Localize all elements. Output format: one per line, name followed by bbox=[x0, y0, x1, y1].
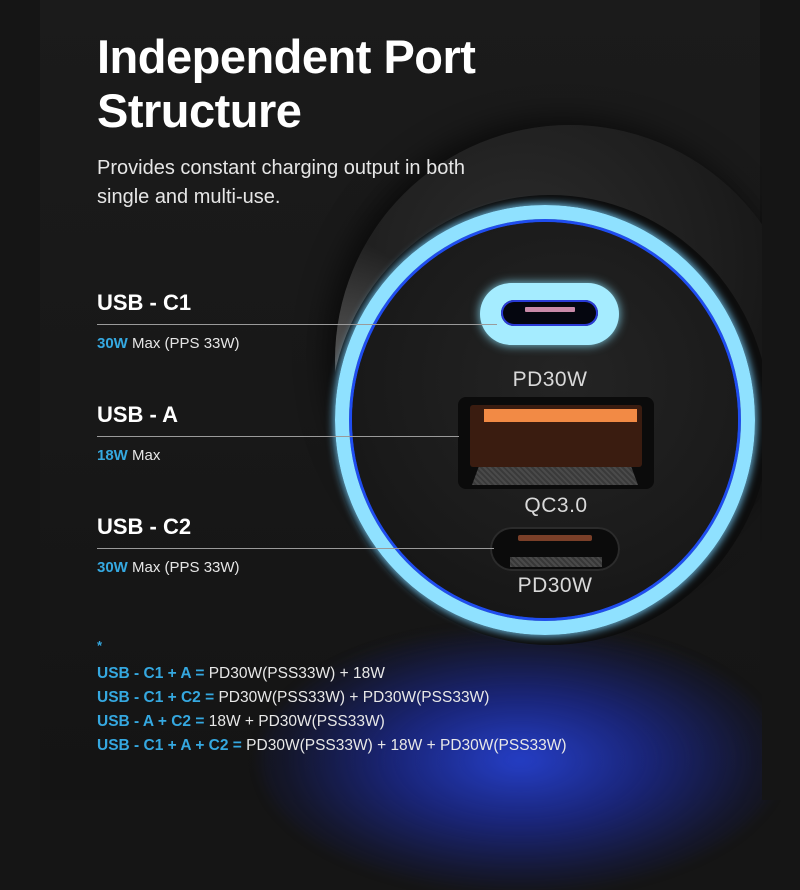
usb-a-port-icon bbox=[458, 397, 654, 489]
combination-list: * USB - C1 + A = PD30W(PSS33W) + 18W USB… bbox=[97, 638, 697, 758]
combination-key: USB - C1 + A + C2 = bbox=[97, 737, 242, 754]
port-watt: 30W bbox=[97, 559, 128, 576]
port-name: USB - C2 bbox=[97, 514, 192, 539]
usb-a-ledge bbox=[472, 467, 638, 485]
usb-a-tongue bbox=[484, 409, 637, 422]
callout-line bbox=[97, 436, 459, 437]
port-spec-detail: Max (PPS 33W) bbox=[127, 335, 240, 352]
callout-line bbox=[97, 548, 494, 549]
combination-value: 18W + PD30W(PSS33W) bbox=[204, 713, 385, 730]
usb-a-device-label: QC3.0 bbox=[524, 494, 588, 517]
port-watt: 30W bbox=[97, 335, 128, 352]
usb-c2-port-icon bbox=[490, 527, 620, 571]
usb-c2-device-label: PD30W bbox=[517, 574, 593, 597]
port-spec-usb-a: USB - A 18W Max bbox=[97, 400, 487, 464]
combination-row: USB - A + C2 = 18W + PD30W(PSS33W) bbox=[97, 710, 697, 734]
port-spec-text: 18W Max bbox=[97, 447, 487, 464]
port-name: USB - C1 bbox=[97, 290, 192, 315]
port-spec-text: 30W Max (PPS 33W) bbox=[97, 559, 487, 576]
combination-value: PD30W(PSS33W) + 18W bbox=[204, 665, 385, 682]
usb-c1-pin bbox=[525, 307, 575, 312]
combination-key: USB - C1 + C2 = bbox=[97, 689, 215, 706]
usb-c2-ledge bbox=[510, 557, 602, 567]
combination-row: USB - C1 + C2 = PD30W(PSS33W) + PD30W(PS… bbox=[97, 686, 697, 710]
combination-value: PD30W(PSS33W) + 18W + PD30W(PSS33W) bbox=[241, 737, 567, 754]
port-watt: 18W bbox=[97, 447, 128, 464]
port-name: USB - A bbox=[97, 402, 179, 427]
usb-c1-port-icon bbox=[480, 283, 619, 345]
port-spec-detail: Max bbox=[127, 447, 161, 464]
combination-value: PD30W(PSS33W) + PD30W(PSS33W) bbox=[214, 689, 490, 706]
combination-row: USB - C1 + A + C2 = PD30W(PSS33W) + 18W … bbox=[97, 734, 697, 758]
port-spec-usb-c1: USB - C1 30W Max (PPS 33W) bbox=[97, 288, 497, 352]
usb-c2-pin bbox=[518, 535, 592, 541]
usb-c1-device-label: PD30W bbox=[512, 368, 588, 391]
combination-key: USB - C1 + A = bbox=[97, 665, 205, 682]
right-edge-strip bbox=[762, 0, 800, 800]
footnote-marker: * bbox=[97, 638, 103, 653]
callout-line bbox=[97, 324, 497, 325]
combination-key: USB - A + C2 = bbox=[97, 713, 205, 730]
combination-row: USB - C1 + A = PD30W(PSS33W) + 18W bbox=[97, 662, 697, 686]
page-subtitle: Provides constant charging output in bot… bbox=[97, 157, 466, 208]
port-spec-text: 30W Max (PPS 33W) bbox=[97, 335, 487, 352]
port-spec-usb-c2: USB - C2 30W Max (PPS 33W) bbox=[97, 512, 494, 576]
usb-c1-slot bbox=[501, 300, 598, 326]
page-title: Independent Port Structure bbox=[97, 30, 476, 137]
port-spec-detail: Max (PPS 33W) bbox=[127, 559, 240, 576]
